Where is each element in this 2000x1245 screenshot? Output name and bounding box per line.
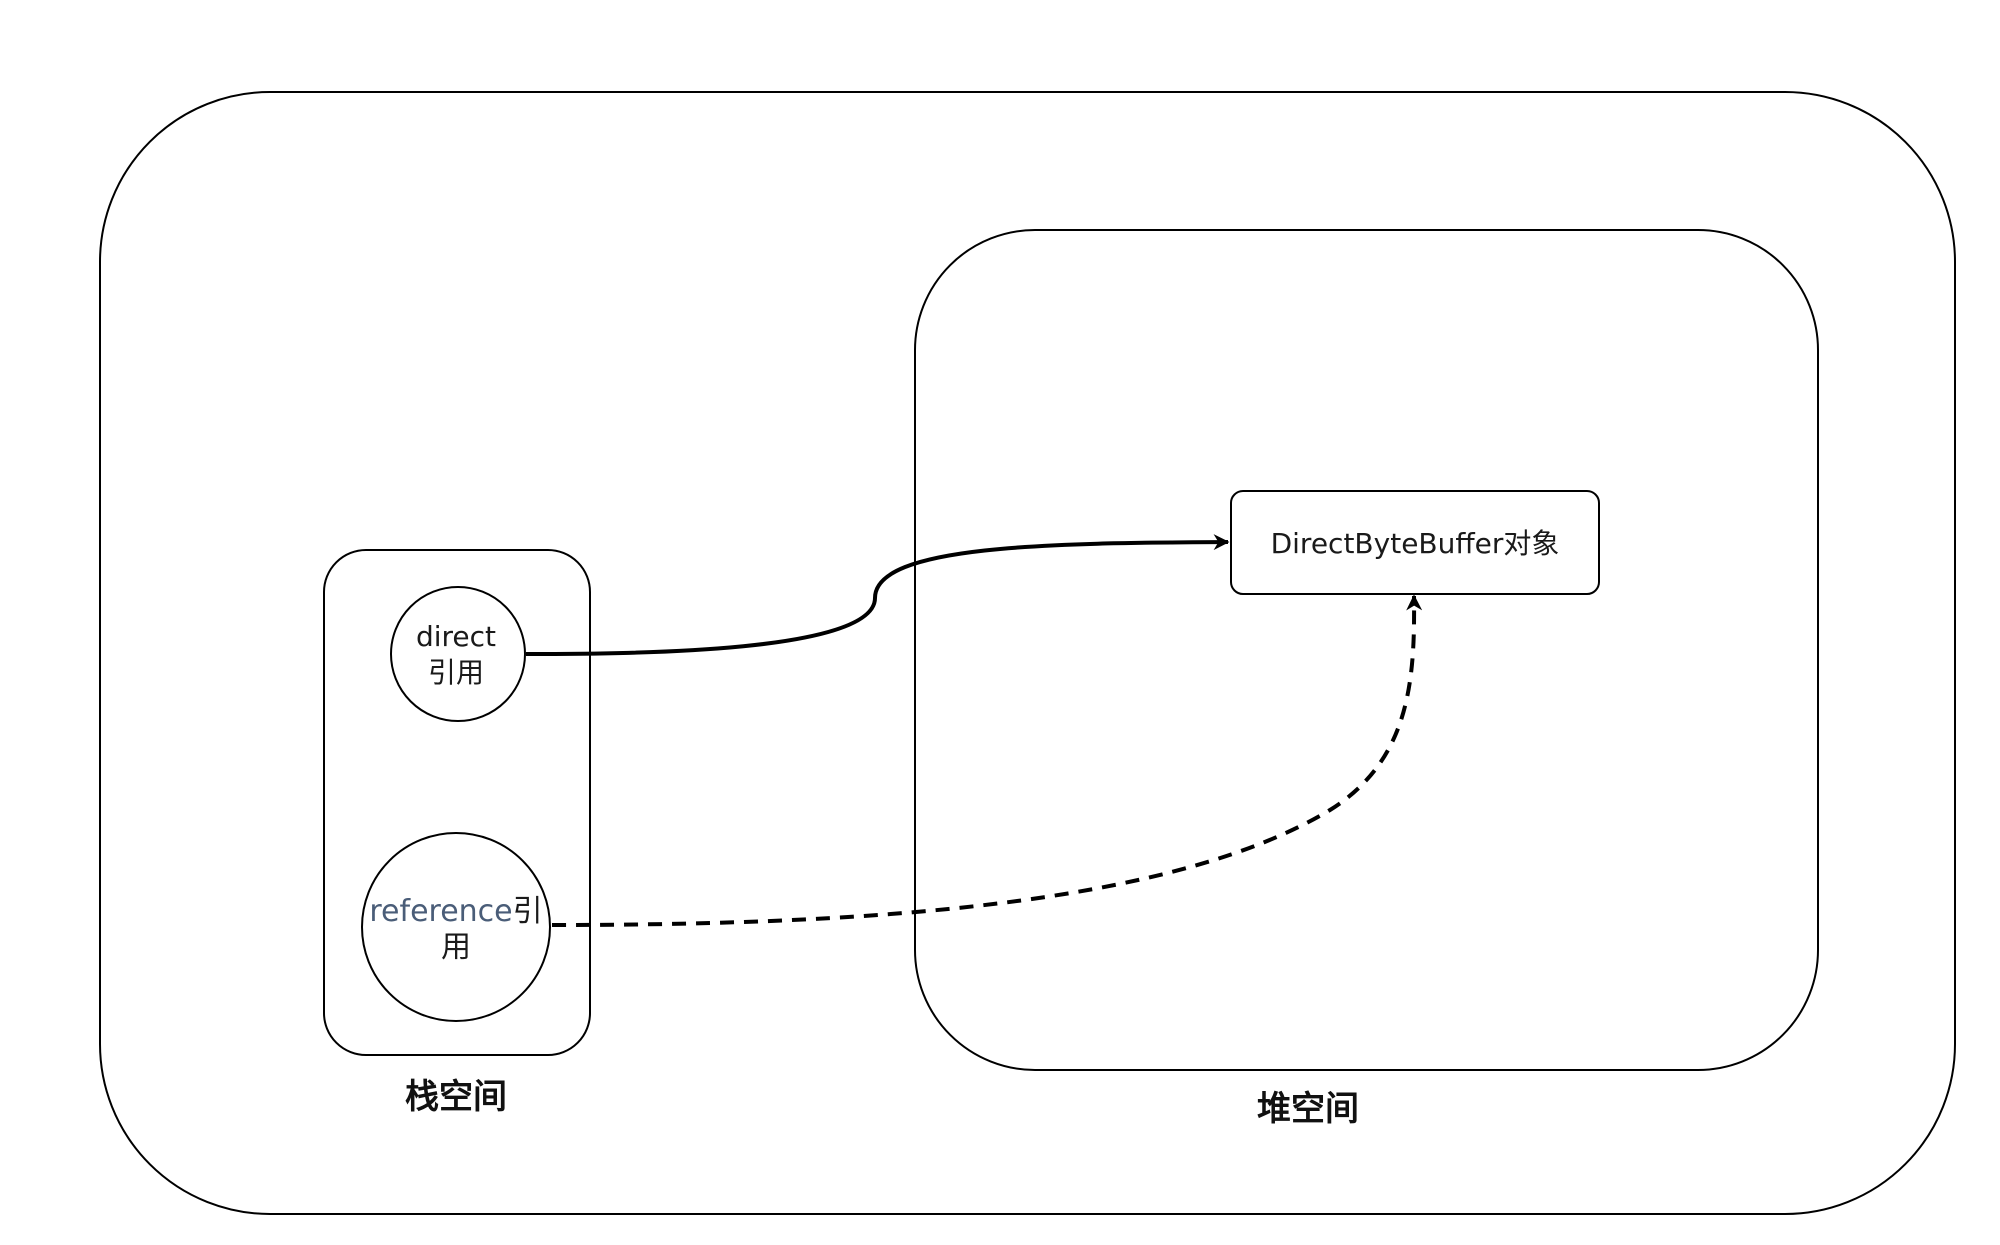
stack-container <box>323 549 591 1056</box>
reference-node-label-line1: reference引 <box>369 894 542 929</box>
heap-container <box>914 229 1819 1071</box>
edge-reference-to-object <box>551 594 1423 927</box>
direct-node-label-line1: direct <box>416 620 496 653</box>
heap-space-label: 堆空间 <box>1257 1089 1359 1129</box>
directbytebuffer-object-label: DirectByteBuffer对象 <box>1271 527 1560 560</box>
reference-node-label-latin: reference <box>369 894 512 929</box>
directbytebuffer-object-box[interactable] <box>1230 490 1600 595</box>
reference-node[interactable] <box>361 832 551 1022</box>
direct-node[interactable] <box>390 586 526 722</box>
stack-space-label: 栈空间 <box>405 1077 507 1117</box>
reference-node-label-line2: 用 <box>441 930 471 965</box>
direct-node-label-line2: 引用 <box>428 656 484 689</box>
reference-node-label-cjk: 引 <box>513 894 543 929</box>
edge-direct-to-object <box>525 534 1230 656</box>
outer-container <box>99 91 1956 1215</box>
